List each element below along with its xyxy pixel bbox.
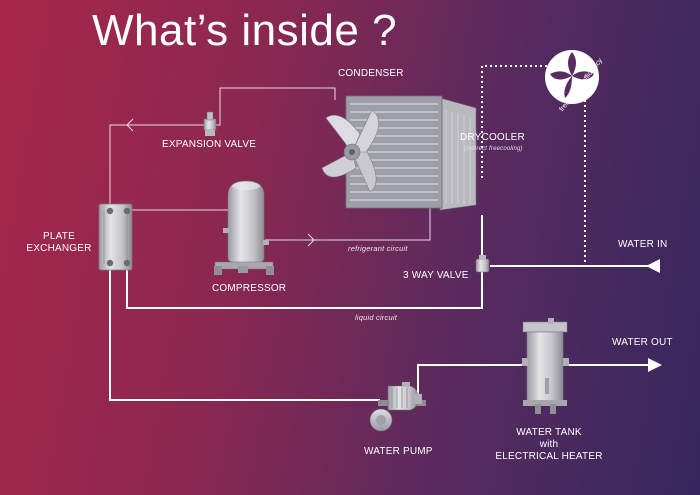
compressor	[214, 180, 274, 275]
compressor-label: COMPRESSOR	[212, 283, 287, 294]
condenser-drycooler-unit	[321, 95, 477, 211]
water-tank-label-line1: WATER TANK	[516, 427, 582, 438]
water-pump-label: WATER PUMP	[364, 446, 433, 457]
water-out-label: WATER OUT	[612, 337, 673, 348]
expansion-valve	[203, 111, 217, 136]
plate-exchanger	[98, 203, 133, 271]
three-way-valve	[475, 255, 490, 273]
refrigerant-line-valve-condenser	[215, 87, 336, 126]
expansion-valve-label: EXPANSION VALVE	[162, 139, 257, 150]
refrigerant-circuit-lines	[109, 87, 431, 247]
water-in-arrow	[646, 259, 660, 273]
liquid-circuit-lines	[109, 215, 660, 401]
plate-exchanger-label-line2: EXCHANGER	[26, 243, 92, 254]
water-out-arrow	[648, 358, 662, 372]
freecooling-leaf-logo-icon	[545, 50, 599, 104]
refrigerant-line-to-valve	[109, 124, 205, 205]
drycooler-sublabel: (indirect freecooling)	[464, 146, 523, 152]
freecooling-dotted-line-top	[481, 65, 550, 178]
water-line-exchanger-pump	[109, 270, 380, 401]
drycooler-label: DRYCOOLER	[460, 132, 525, 143]
three-way-valve-label: 3 WAY VALVE	[403, 270, 469, 281]
water-tank	[522, 318, 569, 414]
water-line-pump-tank	[410, 364, 530, 401]
water-tank-label-line3: ELECTRICAL HEATER	[495, 451, 603, 462]
liquid-circuit-label: liquid circuit	[355, 313, 397, 322]
condenser-label: CONDENSER	[338, 68, 404, 79]
page-title: What’s inside ?	[92, 6, 398, 55]
liquid-line-exchanger-valve	[126, 270, 483, 309]
refrigerant-line-compressor-condenser	[265, 208, 431, 241]
refrigerant-circuit-label: refrigerant circuit	[348, 244, 408, 253]
condenser-fan	[321, 109, 379, 193]
water-pump	[369, 382, 426, 432]
water-tank-label-line2: with	[539, 439, 559, 450]
water-in-label: WATER IN	[618, 239, 668, 250]
plate-exchanger-label-line1: PLATE	[43, 231, 75, 242]
refrigerant-arrow-left	[126, 118, 134, 132]
refrigerant-arrow-right	[307, 233, 315, 247]
